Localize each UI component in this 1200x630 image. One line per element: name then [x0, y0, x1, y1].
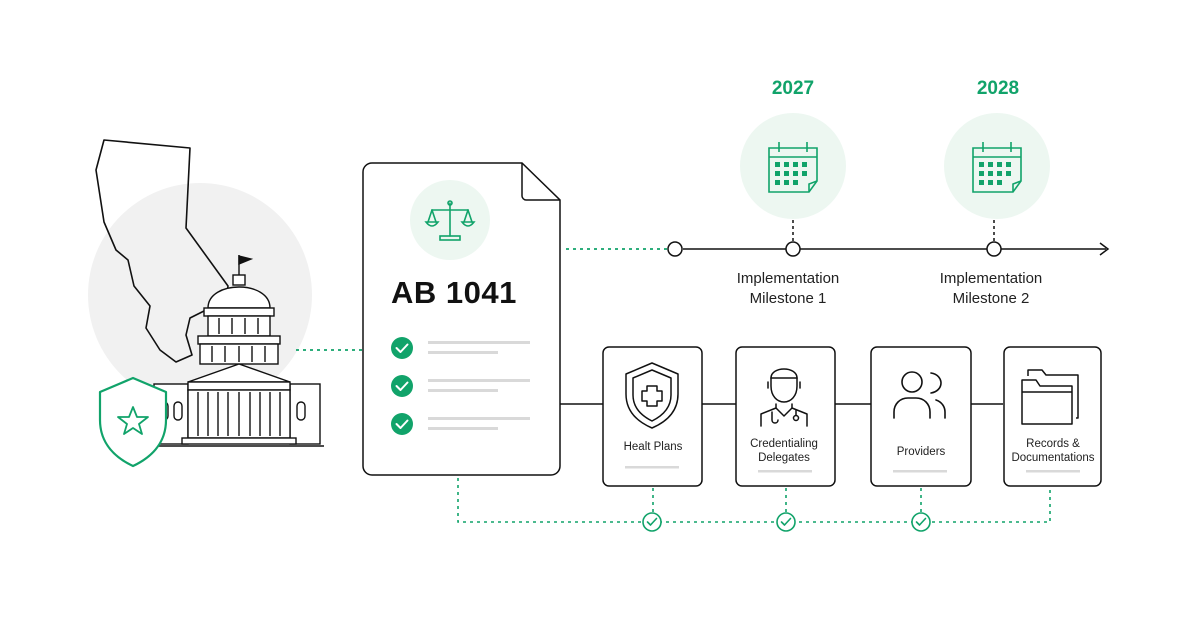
milestone-1-year: 2027	[772, 78, 814, 99]
milestone-2: 2028 Implementation Milestone 2	[940, 78, 1050, 307]
check-circle-icon	[642, 512, 662, 532]
card-underline	[758, 470, 812, 473]
entity-card-providers: Providers	[870, 346, 972, 487]
check-circle-icon	[391, 337, 413, 359]
calendar-icon	[972, 142, 1022, 193]
background-circle	[88, 183, 312, 407]
milestone-1: 2027 Implementation Milestone 1	[737, 78, 846, 307]
ab1041-document: AB 1041	[362, 162, 561, 476]
entity-card-label-line2: Documentations	[1011, 452, 1094, 464]
checklist-item	[391, 375, 530, 397]
card-underline	[625, 466, 679, 469]
balance-scale-icon	[424, 200, 476, 241]
entity-card-label-line1: Healt Plans	[624, 441, 683, 453]
card-underline	[893, 470, 947, 473]
doctor-icon	[760, 368, 808, 427]
timeline: 2027 Implementation Milestone 1 202	[667, 78, 1110, 307]
milestone-2-label-line1: Implementation	[940, 270, 1043, 287]
shield-plus-icon	[625, 362, 679, 429]
card-underline	[1026, 470, 1080, 473]
entity-card-label-line2: Delegates	[758, 452, 810, 464]
milestone-2-year: 2028	[977, 78, 1019, 99]
checklist-item	[391, 413, 530, 435]
milestone-1-label-line2: Milestone 1	[750, 290, 827, 307]
check-circle-icon	[391, 375, 413, 397]
california-capitol-illustration	[88, 139, 324, 468]
entity-card-label-line1: Credentialing	[750, 438, 818, 450]
document-title: AB 1041	[391, 275, 517, 310]
entity-card-label-line1: Records &	[1026, 438, 1080, 450]
calendar-icon	[768, 142, 818, 193]
entity-card-label-line1: Providers	[897, 446, 946, 458]
entity-card-records-documentations: Records & Documentations	[1003, 346, 1102, 487]
timeline-arrow-icon	[1099, 242, 1110, 256]
timeline-start-node	[667, 241, 683, 257]
milestone-1-node	[785, 241, 801, 257]
folder-icon	[1021, 369, 1079, 425]
milestone-2-node	[986, 241, 1002, 257]
check-circle-icon	[776, 512, 796, 532]
california-map-icon	[95, 139, 229, 363]
entity-card-credentialing-delegates: Credentialing Delegates	[735, 346, 836, 487]
people-icon	[893, 371, 946, 419]
milestone-1-label-line1: Implementation	[737, 270, 840, 287]
check-circle-icon	[911, 512, 931, 532]
checklist-item	[391, 337, 530, 359]
checklist	[391, 337, 530, 435]
check-circle-icon	[391, 413, 413, 435]
entity-card-health-plans: Healt Plans	[602, 346, 703, 487]
milestone-2-label-line2: Milestone 2	[953, 290, 1030, 307]
compliance-loop	[457, 478, 1051, 532]
shield-star-icon	[98, 376, 168, 468]
